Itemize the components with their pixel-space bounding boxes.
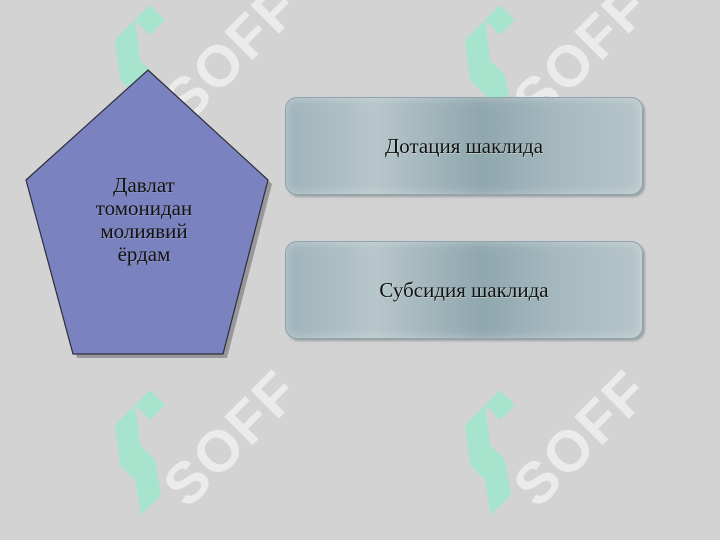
pentagon-line: томонидан (95, 196, 193, 220)
option-label: Дотация шаклида (384, 133, 544, 158)
option-box-subsidy: Субсидия шаклида (285, 241, 643, 339)
watermark-logo-icon (465, 390, 515, 515)
option-box-dotation: Дотация шаклида (285, 97, 643, 195)
pentagon-line: ёрдам (117, 242, 171, 266)
watermark-text: SOFF (500, 358, 662, 519)
watermark-4: SOFF (445, 358, 662, 535)
option-label: Субсидия шаклида (379, 277, 549, 302)
pentagon-label: Давлат томонидан молиявий ёрдам (64, 174, 224, 266)
watermark-logo-icon (115, 390, 165, 515)
pentagon-line: молиявий (100, 219, 188, 243)
watermark-3: SOFF (95, 358, 312, 535)
pentagon-line: Давлат (113, 173, 175, 197)
central-pentagon: Давлат томонидан молиявий ёрдам (22, 66, 278, 362)
watermark-text: SOFF (150, 358, 312, 519)
pentagon-shape (25, 69, 272, 358)
